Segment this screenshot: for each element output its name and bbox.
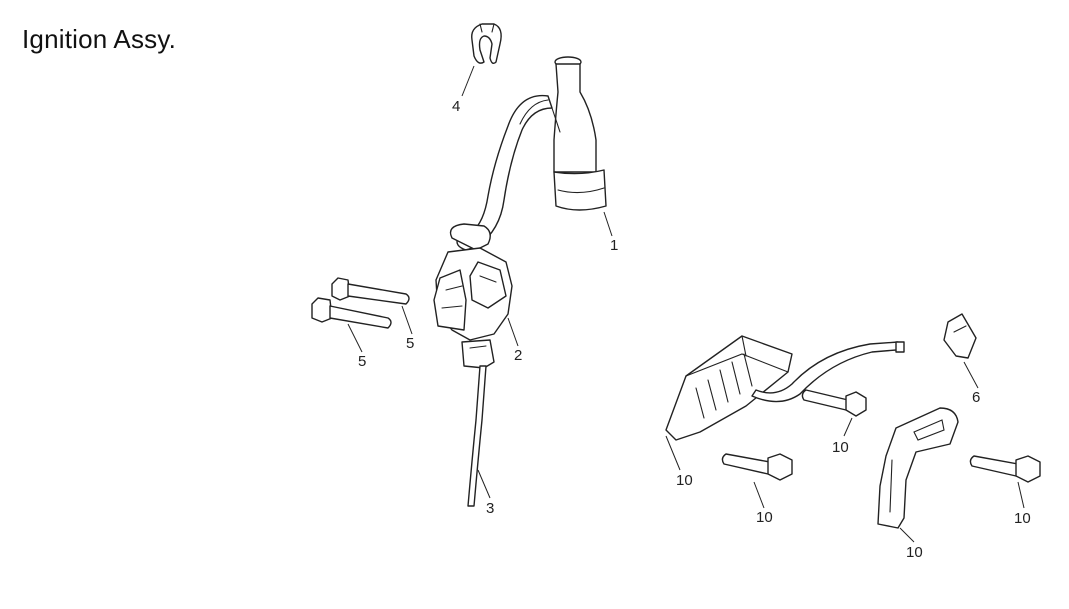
callout-4: 4 [452, 98, 460, 115]
nut-clip [943, 313, 977, 359]
regulator [665, 335, 905, 441]
wire-clip [471, 23, 502, 65]
callout-10-bolt-c: 10 [1014, 510, 1031, 527]
callout-5-upper: 5 [406, 335, 414, 352]
bolt-a [801, 389, 867, 417]
diagram-title: Ignition Assy. [22, 24, 177, 54]
bracket [877, 407, 959, 529]
callout-10-bracket: 10 [906, 544, 923, 561]
leader-lines [347, 65, 1025, 543]
coil-bolt-upper [331, 277, 410, 305]
bolt-c [969, 455, 1041, 483]
callout-2: 2 [514, 347, 522, 364]
callout-10-bolt-b: 10 [756, 509, 773, 526]
coil-bolt-lower [311, 297, 392, 329]
callout-10-regulator: 10 [676, 472, 693, 489]
callouts: 4 1 2 3 5 5 6 10 10 10 10 10 [358, 98, 1031, 561]
callout-1: 1 [610, 237, 618, 254]
ground-wire [467, 365, 487, 507]
callout-10-bolt-a: 10 [832, 439, 849, 456]
callout-3: 3 [486, 500, 494, 517]
ignition-lead-boot [456, 56, 607, 251]
callout-6: 6 [972, 389, 980, 406]
ignition-coil [433, 223, 513, 369]
callout-5-lower: 5 [358, 353, 366, 370]
bolt-b [721, 453, 793, 481]
